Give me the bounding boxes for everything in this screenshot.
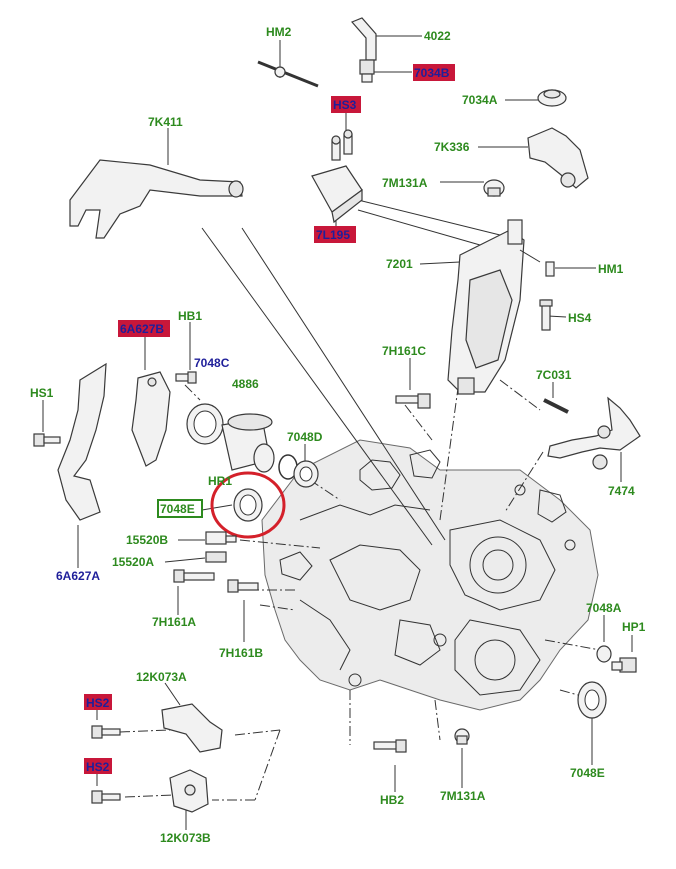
- bracket-block-part: [311, 165, 363, 224]
- seal-part-7048c: [186, 403, 224, 445]
- lever-bracket-part: [527, 127, 589, 189]
- label-4022: 4022: [424, 29, 451, 43]
- transmission-case: [261, 439, 599, 711]
- label-15520a: 15520A: [112, 555, 154, 569]
- label-hs2-bottom: HS2: [86, 760, 110, 774]
- label-7h161c: 7H161C: [382, 344, 426, 358]
- cable-tie-part: [257, 60, 319, 88]
- label-hb2: HB2: [380, 793, 404, 807]
- bolt-part-hb2: [373, 739, 407, 753]
- bolt-part-hs1: [33, 433, 61, 447]
- label-6a627b: 6A627B: [120, 322, 164, 336]
- label-7m131a-bottom: 7M131A: [440, 789, 486, 803]
- breather-tube-part: [350, 17, 377, 83]
- sensor-part-12k073b: [169, 769, 209, 813]
- label-hb1: HB1: [178, 309, 202, 323]
- label-7034b: 7034B: [414, 66, 450, 80]
- label-6a627a: 6A627A: [56, 569, 100, 583]
- leader-lines: [119, 199, 601, 801]
- bracket-part-6a627b: [131, 371, 171, 467]
- label-7034a: 7034A: [462, 93, 498, 107]
- label-7k336: 7K336: [434, 140, 470, 154]
- bolt-part-7h161b: [227, 579, 259, 593]
- sensor-part-15520: [205, 531, 237, 563]
- bolt-part-hs2-top: [91, 725, 121, 739]
- label-7048c: 7048C: [194, 356, 230, 370]
- bolt-pair-part: [331, 129, 353, 161]
- bolt-part-7h161c: [395, 393, 431, 409]
- part-labels: HM2 4022 7034B HS3 7034A 7K411 7K336 7M1…: [30, 25, 646, 845]
- label-hs3: HS3: [333, 98, 357, 112]
- bolt-part-hb1: [175, 371, 197, 384]
- label-7c031: 7C031: [536, 368, 572, 382]
- label-hs2-top: HS2: [86, 696, 110, 710]
- label-7474: 7474: [608, 484, 635, 498]
- bolt-part-hs4: [539, 299, 553, 331]
- label-7k411: 7K411: [148, 115, 183, 129]
- label-15520b: 15520B: [126, 533, 168, 547]
- label-7048d: 7048D: [287, 430, 323, 444]
- washer-part-7048a: [596, 645, 612, 663]
- label-hm1: HM1: [598, 262, 624, 276]
- grommet-part-top: [483, 179, 505, 197]
- pin-part-7c031: [543, 398, 569, 414]
- plug-part-hp1: [611, 657, 637, 673]
- label-7h161b: 7H161B: [219, 646, 263, 660]
- label-12k073a: 12K073A: [136, 670, 187, 684]
- label-7201: 7201: [386, 257, 413, 271]
- bolt-part-7h161a: [173, 569, 215, 583]
- seal-part-7048d: [293, 460, 319, 488]
- grommet-part-bottom: [454, 728, 470, 745]
- label-hp1: HP1: [622, 620, 646, 634]
- bolt-part-hs2-bottom: [91, 790, 121, 804]
- label-leaders: [42, 35, 633, 830]
- highlight-circle: [210, 471, 286, 539]
- label-7m131a-top: 7M131A: [382, 176, 428, 190]
- cylinder-part-4886: [221, 413, 275, 473]
- label-hs4: HS4: [568, 311, 592, 325]
- bracket-part-6a627a: [57, 362, 107, 521]
- label-7048a: 7048A: [586, 601, 622, 615]
- label-hm2: HM2: [266, 25, 292, 39]
- cap-part: [537, 89, 567, 107]
- label-7h161a: 7H161A: [152, 615, 196, 629]
- label-highlight-boxes: [84, 64, 455, 774]
- label-7l195: 7L195: [316, 228, 350, 242]
- label-hr1: HR1: [208, 474, 232, 488]
- shift-lever-part-7474: [547, 396, 641, 470]
- seal-part-7048e-highlighted: [233, 488, 263, 522]
- label-7048e-left: 7048E: [160, 502, 195, 516]
- shift-fork-part: [69, 159, 244, 239]
- label-4886: 4886: [232, 377, 259, 391]
- pin-part-hm1: [545, 261, 555, 277]
- sensor-part-12k073a: [161, 703, 223, 753]
- label-12k073b: 12K073B: [160, 831, 211, 845]
- label-hs1: HS1: [30, 386, 54, 400]
- seal-part-7048e-right: [577, 681, 607, 719]
- label-7048e-right: 7048E: [570, 766, 605, 780]
- gear-selector-assembly-part: [447, 219, 541, 395]
